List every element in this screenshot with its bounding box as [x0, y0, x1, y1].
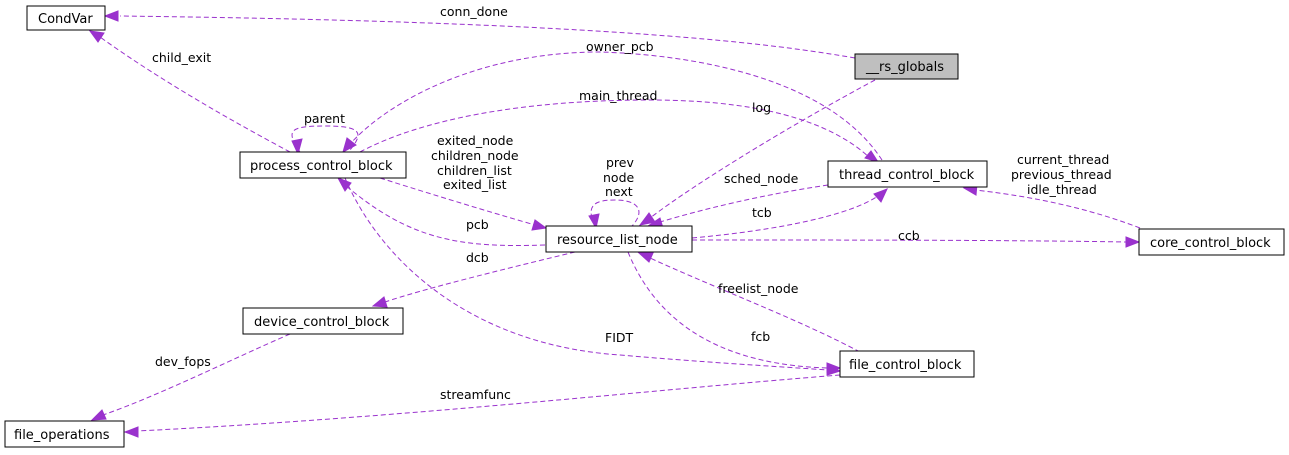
edge-pcb-to-rln — [379, 177, 548, 231]
label-pcb: pcb — [466, 217, 489, 232]
label-exited-node: exited_node — [437, 133, 514, 148]
node-resource-list-node[interactable]: resource_list_node — [545, 225, 693, 253]
node-process-control-block[interactable]: process_control_block — [239, 151, 407, 179]
edge-pcb — [336, 177, 546, 247]
label-previous-thread: previous_thread — [1011, 167, 1112, 182]
node-process-control-block-label: process_control_block — [250, 159, 393, 174]
node-rs-globals[interactable]: __rs_globals — [854, 53, 959, 80]
edge-child-exit — [88, 30, 291, 153]
edge-fidt — [344, 177, 842, 376]
node-thread-control-block-label: thread_control_block — [839, 168, 975, 183]
edge-prev-node-next — [588, 199, 640, 230]
label-owner-pcb: owner_pcb — [586, 39, 654, 54]
edge-streamfunc — [123, 374, 841, 438]
label-dev-fops: dev_fops — [155, 354, 211, 369]
label-log: log — [752, 100, 771, 115]
label-sched-node: sched_node — [724, 171, 799, 186]
label-conn-done: conn_done — [440, 4, 508, 19]
label-streamfunc: streamfunc — [440, 387, 511, 402]
edge-dev-fops — [90, 333, 291, 421]
edge-sched-node — [646, 184, 829, 229]
edge-main-thread — [359, 99, 880, 163]
node-file-control-block-label: file_control_block — [849, 358, 962, 373]
label-next: next — [605, 184, 633, 199]
node-thread-control-block[interactable]: thread_control_block — [827, 160, 988, 188]
label-parent: parent — [304, 111, 345, 126]
label-ccb: ccb — [898, 228, 920, 243]
label-children-node: children_node — [431, 148, 519, 163]
label-current-thread: current_thread — [1017, 152, 1109, 167]
label-prev: prev — [606, 155, 634, 170]
node-condvar-label: CondVar — [38, 12, 93, 27]
edge-log — [638, 79, 876, 226]
edge-ccb — [691, 236, 1141, 248]
label-fidt: FIDT — [605, 330, 634, 345]
edge-conn-done — [103, 10, 856, 59]
node-resource-list-node-label: resource_list_node — [557, 233, 678, 248]
node-device-control-block-label: device_control_block — [254, 315, 390, 330]
label-exited-list: exited_list — [443, 177, 507, 192]
label-node: node — [603, 170, 635, 185]
edge-parent — [291, 125, 359, 156]
label-children-list: children_list — [437, 163, 512, 178]
edge-freelist-node — [637, 252, 861, 353]
node-condvar[interactable]: CondVar — [26, 5, 106, 31]
node-file-control-block[interactable]: file_control_block — [839, 350, 975, 378]
edge-tcb — [691, 188, 888, 239]
label-fcb: fcb — [751, 329, 770, 344]
label-freelist-node: freelist_node — [718, 281, 799, 296]
node-core-control-block-label: core_control_block — [1150, 236, 1271, 251]
node-core-control-block[interactable]: core_control_block — [1138, 228, 1285, 256]
label-tcb: tcb — [752, 205, 772, 220]
label-dcb: dcb — [466, 250, 489, 265]
edge-fcb — [627, 251, 842, 374]
label-child-exit: child_exit — [152, 50, 211, 65]
label-idle-thread: idle_thread — [1027, 182, 1097, 197]
node-file-operations-label: file_operations — [14, 428, 110, 443]
node-file-operations[interactable]: file_operations — [4, 420, 125, 448]
edge-dcb — [371, 251, 576, 308]
edge-owner-pcb — [342, 51, 883, 161]
label-main-thread: main_thread — [579, 88, 657, 103]
node-rs-globals-label: __rs_globals — [865, 60, 944, 75]
node-device-control-block[interactable]: device_control_block — [242, 307, 404, 335]
